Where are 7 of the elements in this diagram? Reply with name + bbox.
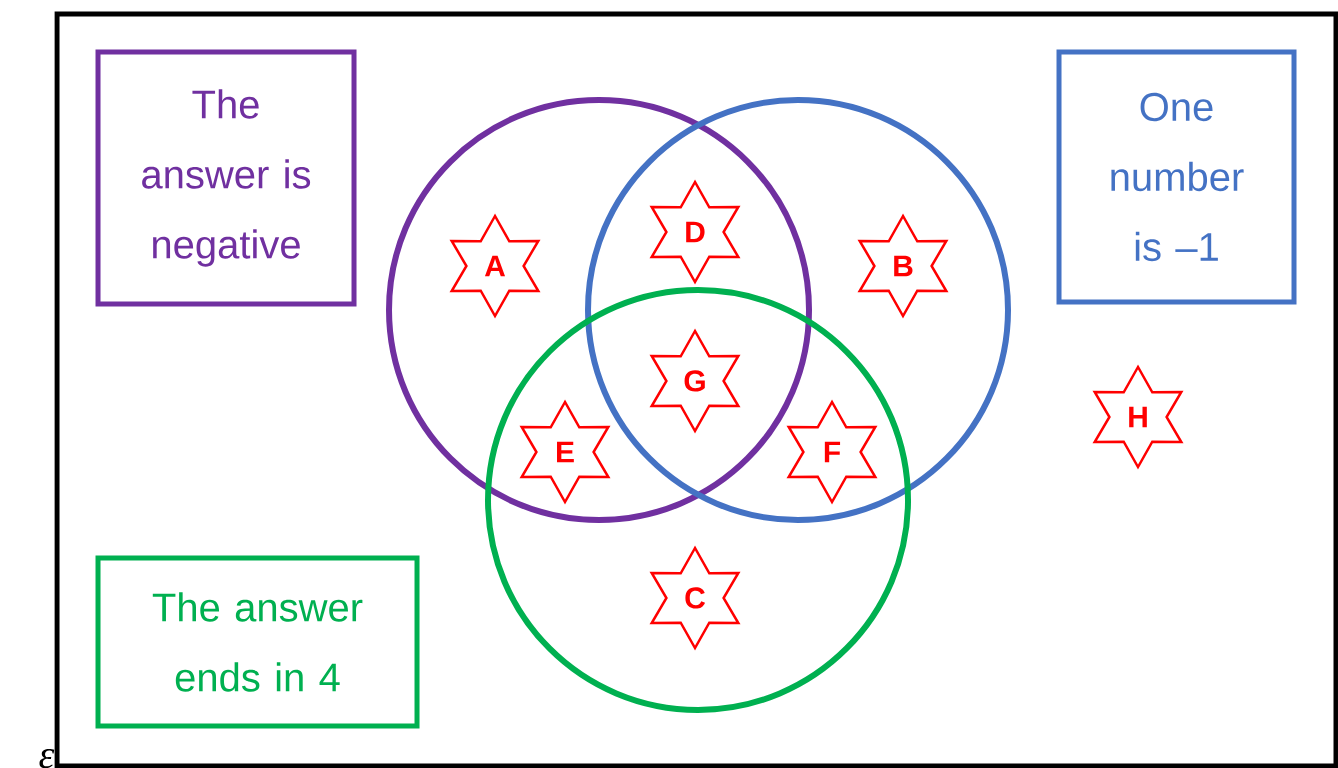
label-box: The answer is negative xyxy=(95,49,357,307)
set-circle xyxy=(485,287,911,713)
set-circle xyxy=(386,97,812,523)
label-box: The answer ends in 4 xyxy=(95,555,420,729)
label-box: One number is –1 xyxy=(1056,49,1297,305)
set-symbol: ε xyxy=(39,749,55,768)
set-circle xyxy=(585,97,1011,523)
